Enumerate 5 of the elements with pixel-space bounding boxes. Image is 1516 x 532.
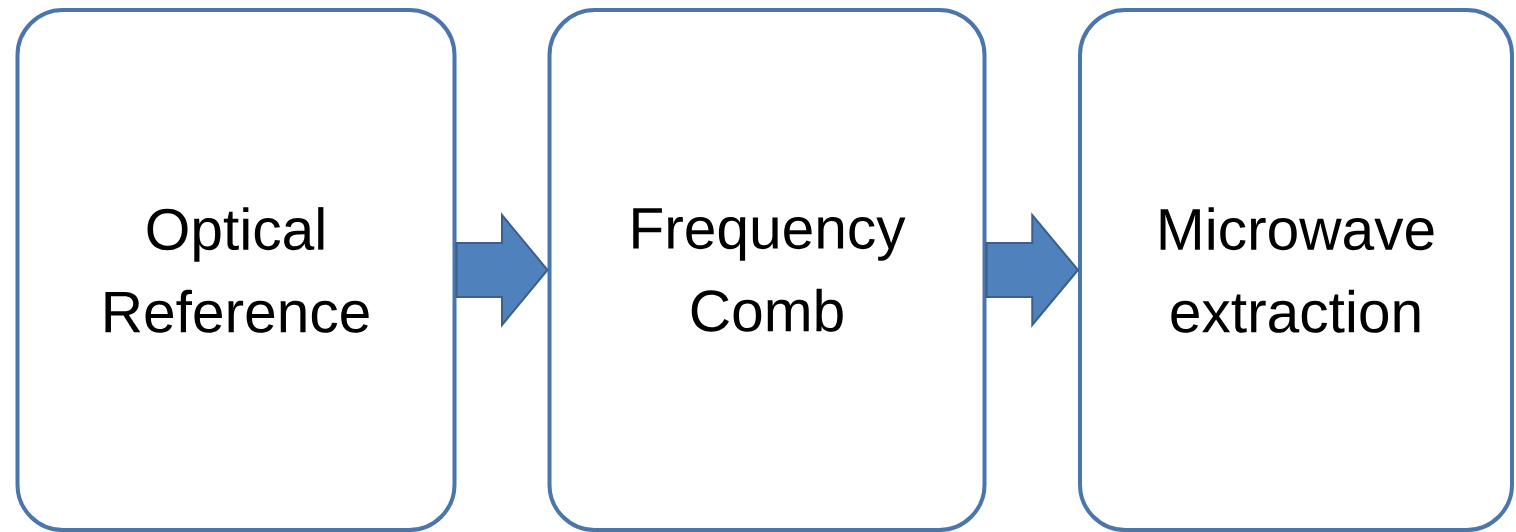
process-box: Microwave extraction bbox=[1078, 8, 1514, 532]
process-box: Frequency Comb bbox=[547, 8, 987, 532]
block-arrow bbox=[455, 212, 549, 328]
process-box: Optical Reference bbox=[15, 8, 457, 532]
block-arrow bbox=[985, 212, 1080, 328]
